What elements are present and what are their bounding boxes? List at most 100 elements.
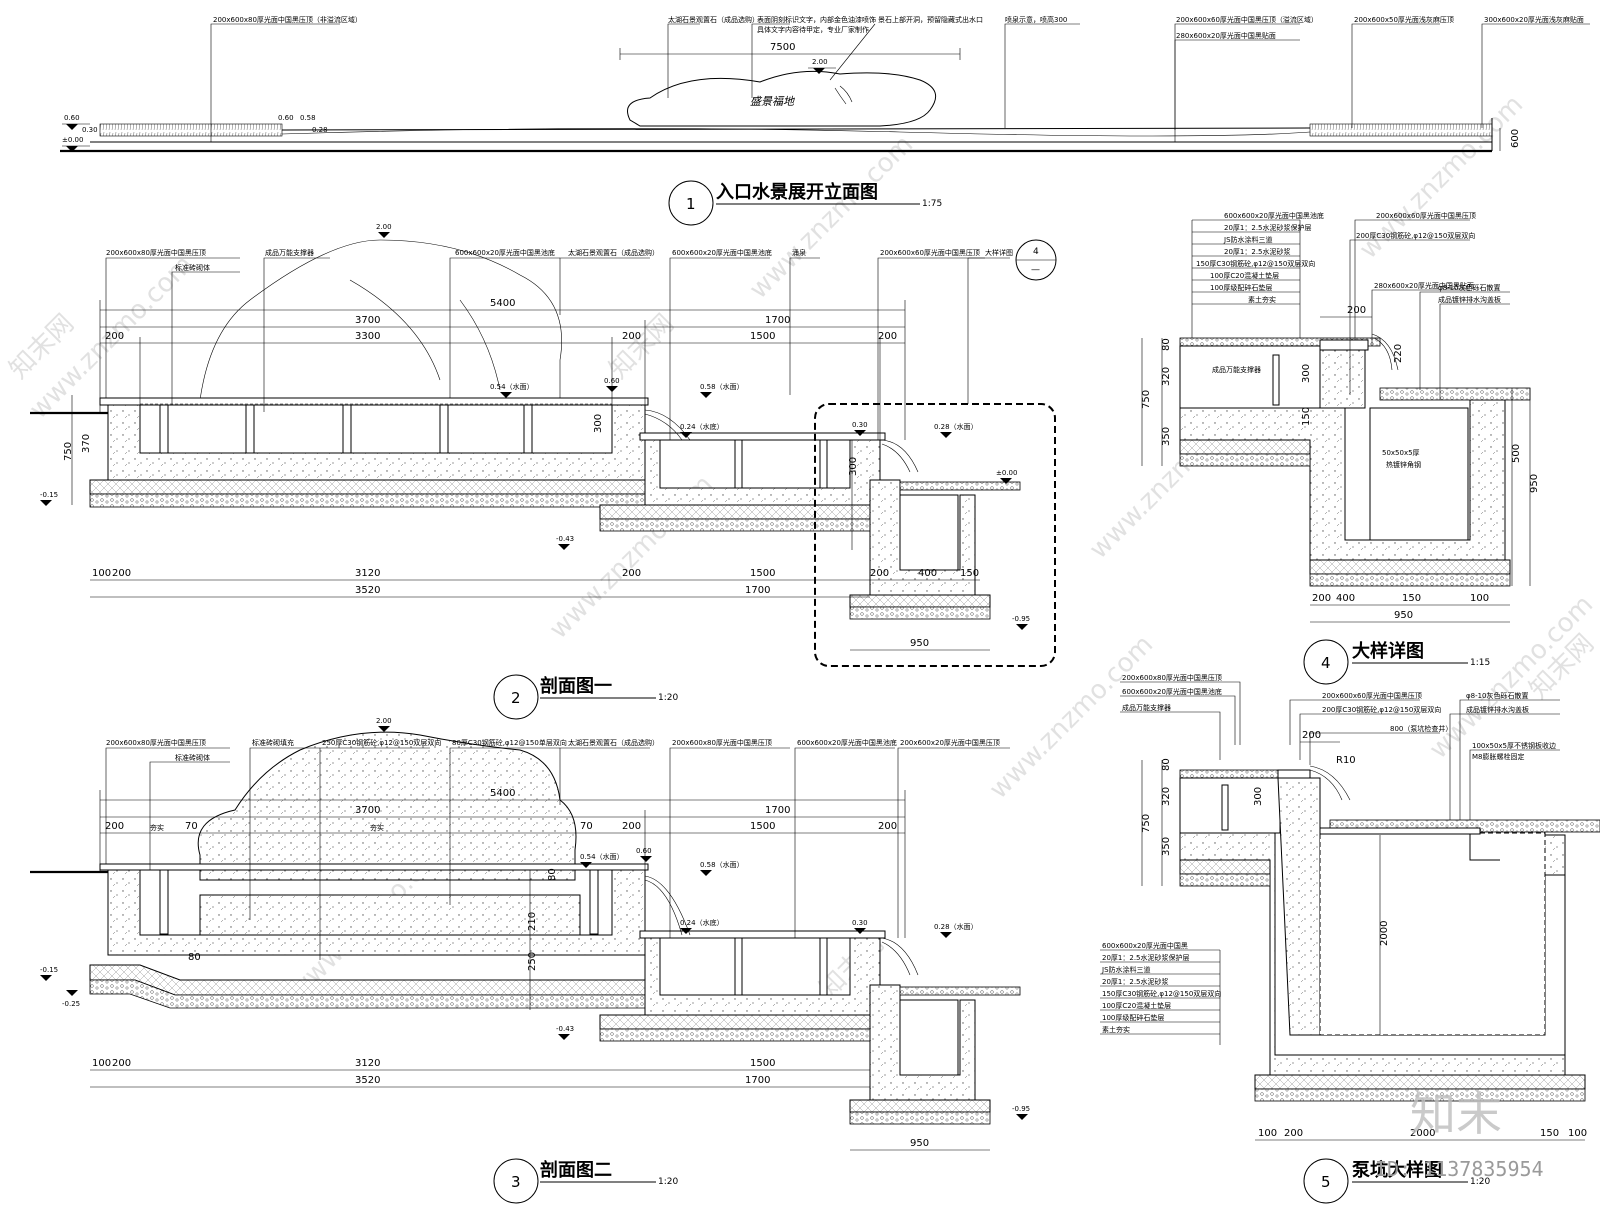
dim-text: 150 (960, 568, 979, 579)
leader-label: 成品万能支撑器 (265, 248, 314, 257)
watermark-text: www.znzmo.com (744, 130, 919, 305)
dim-text: 200 (112, 1058, 131, 1069)
dim-text: 950 (910, 1138, 929, 1149)
svg-text:-0.15: -0.15 (40, 966, 58, 974)
dim-text: 370 (81, 434, 92, 453)
level-marker: 2.00 0.54（水面） 0.60 0.58（水面） 0.24（水底） 0.3… (40, 223, 1030, 630)
leader-label: 200x600x60厚光面中国黑压顶（溢流区域） (1176, 15, 1318, 24)
leader-label: 280x600x20厚光面中国黑贴面 (1176, 31, 1276, 40)
dim-text: 150 (1540, 1128, 1559, 1139)
svg-text:-0.95: -0.95 (1012, 615, 1030, 623)
dim-text: 200 (1312, 593, 1331, 604)
dim-text: 350 (1161, 837, 1172, 856)
dim-text: 320 (1161, 787, 1172, 806)
layer-label: 600x600x20厚光面中国黑池底 (1224, 211, 1324, 220)
dim-text: 100 (92, 1058, 111, 1069)
leader-label: 200x600x80厚光面中国黑压顶（非溢流区域） (213, 15, 362, 24)
dim-text: 100 (92, 568, 111, 579)
leader-label: 成品镀锌排水沟盖板 (1466, 705, 1529, 714)
dim-text: 1500 (750, 331, 775, 342)
dim-text: 2000 (1410, 1128, 1435, 1139)
leader-label: 200x600x80厚光面中国黑压顶 (1122, 673, 1222, 682)
leader-label: 200x600x80厚光面中国黑压顶 (672, 738, 772, 747)
layer-label: 150厚C30钢筋砼,φ12@150双层双向 (1196, 259, 1315, 268)
watermark-brand: 知末 (1410, 1087, 1502, 1141)
drawing-number-circle (668, 180, 714, 226)
layer-label: 20厚1：2.5水泥砂浆 (1102, 977, 1169, 986)
svg-text:0.28（水面）: 0.28（水面） (934, 922, 978, 931)
dim-text: 750 (1141, 390, 1152, 409)
svg-text:0.30: 0.30 (852, 919, 868, 927)
leader-label: 250厚C30钢筋砼,φ12@150双层双向 (322, 738, 441, 747)
dim-text: 300 (848, 457, 859, 476)
dim-text: 300 (1301, 364, 1312, 383)
dim-text: 210 (527, 912, 538, 931)
dim-text: 100 (1568, 1128, 1587, 1139)
leader-label: 200x600x60厚光面中国黑压顶 (880, 248, 980, 257)
detail-ref-number: 4 (1033, 247, 1039, 257)
svg-text:0.60: 0.60 (604, 377, 620, 385)
drawing-number: 4 (1321, 654, 1331, 672)
leader-label: 太湖石景观置石（成品选购） (668, 15, 759, 24)
detail5-drawing: 200x600x80厚光面中国黑压顶 600x600x20厚光面中国黑池底 成品… (1100, 673, 1600, 1204)
svg-text:-0.95: -0.95 (1012, 1105, 1030, 1113)
svg-text:0.24（水底）: 0.24（水底） (680, 422, 724, 431)
svg-text:0.54（水面）: 0.54（水面） (490, 382, 534, 391)
dim-text: 200 (105, 331, 124, 342)
watermark-text: www.znzmo.com (984, 630, 1159, 805)
dim-text: 5400 (490, 298, 515, 309)
section2-drawing: 5400 3700 1700 200 70 70 200 1500 200 10… (30, 717, 1030, 1204)
drawing-scale: 1:20 (1470, 1177, 1490, 1187)
leader-label: φ8-10灰色砾石散置 (1466, 691, 1529, 700)
svg-text:0.60: 0.60 (64, 114, 80, 122)
layer-label: JS防水涂料三道 (1101, 965, 1151, 974)
drawing-title: 大样详图 (1352, 640, 1424, 662)
drawing-title: 剖面图一 (540, 675, 612, 697)
leader-label: 大样详图 (985, 248, 1013, 257)
dim-text: 500 (1511, 444, 1522, 463)
stone-inscription: 盛景福地 (750, 95, 795, 108)
leader-label: 200x600x20厚光面中国黑压顶 (900, 738, 1000, 747)
dim-text: 250 (527, 952, 538, 971)
leader-label: 200厚C30钢筋砼,φ12@150双层双向 (1356, 231, 1475, 240)
leader-label: 800（泵坑检查井） (1390, 724, 1452, 733)
dim-text: 200 (622, 331, 641, 342)
leader-label: 50x50x5厚 (1382, 449, 1420, 457)
dim-text: 1700 (765, 315, 790, 326)
leader-label: 600x600x20厚光面中国黑池底 (455, 248, 555, 257)
leader-label: 成品万能支撑器 (1122, 703, 1171, 712)
detail-ref-sheet: — (1031, 265, 1040, 275)
dim-text: 200 (105, 821, 124, 832)
dim-text: 200 (1284, 1128, 1303, 1139)
dim-text: 100 (1470, 593, 1489, 604)
level-marker: 2.00 0.54（水面） 0.60 0.58（水面） 0.24（水底） 0.3… (40, 717, 1030, 1120)
svg-text:0.54（水面）: 0.54（水面） (580, 852, 624, 861)
dim-text: 300 (593, 414, 604, 433)
drawing-number-circle (1303, 639, 1349, 685)
dim-text: 80 (547, 868, 558, 881)
drawing-scale: 1:20 (658, 1177, 678, 1187)
dim-text: 70 (185, 821, 198, 832)
dim-text: 750 (1141, 814, 1152, 833)
leader-label: 200x600x80厚光面中国黑压顶 (106, 248, 206, 257)
dim-text: 400 (918, 568, 937, 579)
dim-text: 80 (188, 952, 201, 963)
dim-text: 200 (878, 331, 897, 342)
dim-text: 70 (580, 821, 593, 832)
dim-text: 320 (1161, 367, 1172, 386)
dim-text: 150 (1402, 593, 1421, 604)
layer-label: 100厚C20混凝土垫层 (1210, 271, 1279, 280)
dim-text: 3300 (355, 331, 380, 342)
svg-text:0.58: 0.58 (300, 114, 316, 122)
leader-label: 600x600x20厚光面中国黑池底 (1122, 687, 1222, 696)
dim-text: 200 (112, 568, 131, 579)
leader-label: 标准砖砌体 (175, 263, 210, 272)
drawing-number: 1 (686, 195, 696, 213)
svg-text:2.00: 2.00 (376, 717, 392, 725)
dim-text: 150 (1301, 407, 1312, 426)
layer-label: 素土夯实 (1248, 295, 1276, 304)
fill-label: 夯实 (150, 823, 164, 832)
dim-text: 7500 (770, 42, 795, 53)
section1-drawing: 5400 3700 1700 200 3300 200 1500 200 100… (30, 223, 1057, 720)
dim-text: 200 (870, 568, 889, 579)
